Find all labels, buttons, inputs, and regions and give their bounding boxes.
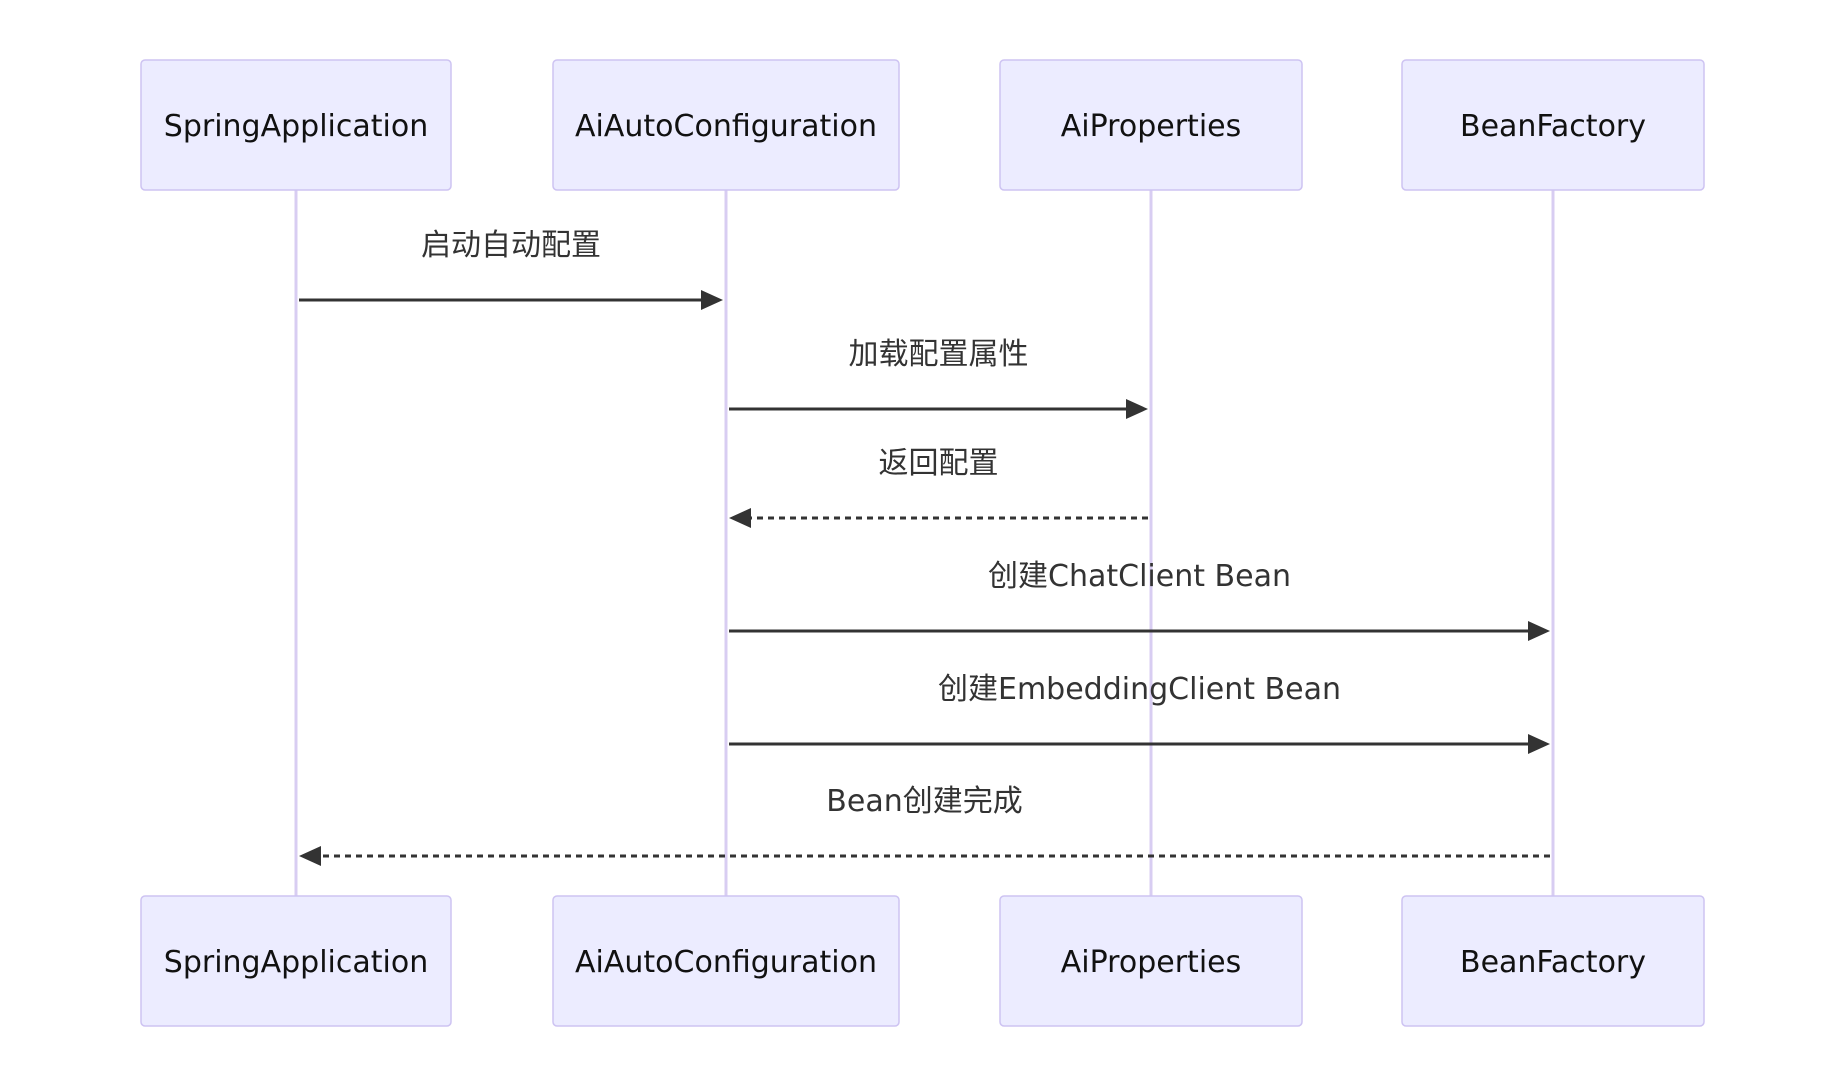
- actor-factory-bottom: BeanFactory: [1401, 895, 1705, 1027]
- message-5: 创建EmbeddingClient Bean: [729, 672, 1550, 754]
- actor-spring-bottom: SpringApplication: [140, 895, 452, 1027]
- actor-box: [140, 895, 452, 1027]
- actor-box: [552, 59, 900, 191]
- actor-label: BeanFactory: [1460, 945, 1646, 980]
- arrowhead-icon: [701, 290, 723, 310]
- actor-label: BeanFactory: [1460, 109, 1646, 144]
- actor-label: AiAutoConfiguration: [575, 945, 877, 980]
- actor-auto-top: AiAutoConfiguration: [552, 59, 900, 191]
- actor-label: AiProperties: [1061, 945, 1241, 980]
- actor-label: AiAutoConfiguration: [575, 109, 877, 144]
- actor-label: SpringApplication: [164, 109, 428, 144]
- message-label: 创建ChatClient Bean: [988, 559, 1291, 594]
- actor-box: [552, 895, 900, 1027]
- message-3: 返回配置: [729, 446, 1148, 528]
- actor-label: AiProperties: [1061, 109, 1241, 144]
- actor-box: [1401, 895, 1705, 1027]
- actor-box: [999, 59, 1303, 191]
- actor-factory-top: BeanFactory: [1401, 59, 1705, 191]
- actors-top: SpringApplication AiAutoConfiguration AiPr…: [140, 59, 1705, 191]
- actor-auto-bottom: AiAutoConfiguration: [552, 895, 900, 1027]
- actor-props-bottom: AiProperties: [999, 895, 1303, 1027]
- message-label: Bean创建完成: [826, 784, 1022, 819]
- arrowhead-icon: [729, 508, 751, 528]
- message-label: 创建EmbeddingClient Bean: [938, 672, 1341, 707]
- message-2: 加载配置属性: [729, 337, 1148, 419]
- arrowhead-icon: [1528, 621, 1550, 641]
- actors-bottom: SpringApplication AiAutoConfiguration AiPr…: [140, 895, 1705, 1027]
- message-label: 返回配置: [879, 446, 999, 481]
- arrowhead-icon: [299, 846, 321, 866]
- message-4: 创建ChatClient Bean: [729, 559, 1550, 641]
- actor-box: [999, 895, 1303, 1027]
- message-6: Bean创建完成: [299, 784, 1550, 866]
- actor-props-top: AiProperties: [999, 59, 1303, 191]
- message-1: 启动自动配置: [299, 228, 723, 310]
- actor-box: [1401, 59, 1705, 191]
- actor-label: SpringApplication: [164, 945, 428, 980]
- actor-box: [140, 59, 452, 191]
- lifelines: [294, 190, 1555, 896]
- arrowhead-icon: [1126, 399, 1148, 419]
- arrowhead-icon: [1528, 734, 1550, 754]
- actor-spring-top: SpringApplication: [140, 59, 452, 191]
- message-label: 启动自动配置: [421, 228, 601, 263]
- message-label: 加载配置属性: [849, 337, 1029, 372]
